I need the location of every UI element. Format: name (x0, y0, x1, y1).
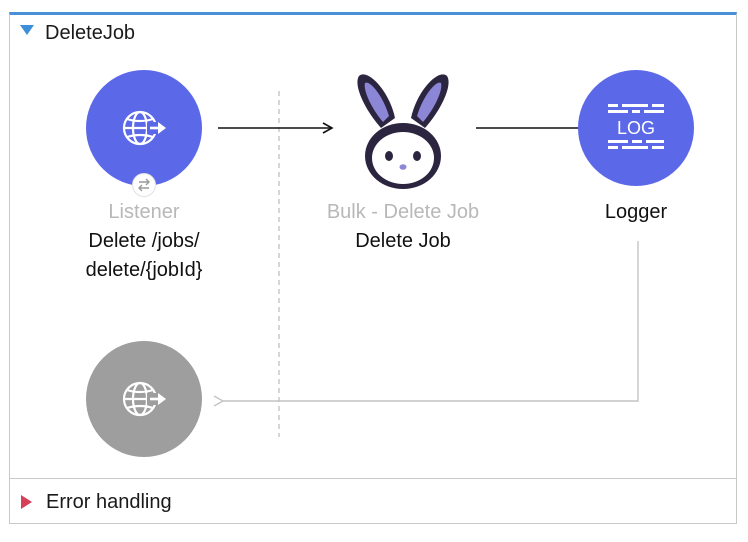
logger-node[interactable]: LOG (578, 70, 694, 186)
response-node[interactable] (86, 341, 202, 457)
expand-triangle-icon[interactable] (21, 495, 32, 509)
log-icon: LOG (608, 104, 664, 149)
globe-arrow-icon (122, 381, 166, 417)
collapse-triangle-icon[interactable] (20, 25, 34, 35)
bulk-delete-node[interactable] (343, 70, 463, 190)
flow-canvas: Listener Delete /jobs/ delete/{jobId} Bu… (10, 15, 738, 525)
bulk-delete-name: Delete Job (355, 230, 451, 252)
log-icon-text: LOG (617, 118, 655, 138)
bulk-delete-type-label: Bulk - Delete Job (326, 201, 480, 223)
flow-container: DeleteJob (9, 12, 737, 524)
globe-arrow-icon (122, 110, 166, 146)
flow-header[interactable]: DeleteJob (10, 15, 736, 51)
exchange-arrows-icon (132, 173, 156, 197)
listener-name-line1: Delete /jobs/ (88, 230, 200, 252)
error-handling-section[interactable]: Error handling (10, 478, 736, 525)
rabbit-icon (357, 74, 449, 189)
return-path (213, 241, 639, 407)
listener-type-label: Listener (108, 201, 180, 223)
flow-title: DeleteJob (45, 21, 136, 44)
error-handling-label: Error handling (46, 490, 172, 513)
logger-name: Logger (604, 201, 668, 223)
listener-node[interactable] (86, 70, 202, 186)
flow-connectors (213, 91, 639, 437)
listener-name-line2: delete/{jobId} (85, 259, 203, 281)
